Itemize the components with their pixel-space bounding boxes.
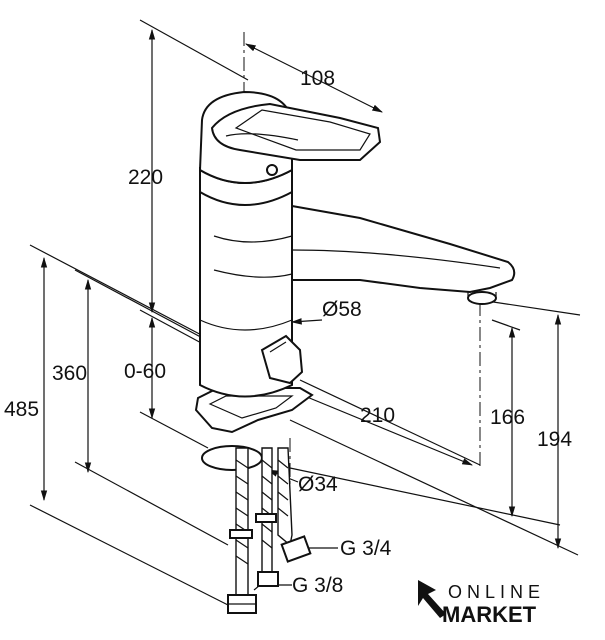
- thread-label-g-3-8: G 3/8: [292, 574, 343, 597]
- dimension-label-210: 210: [360, 404, 395, 427]
- dimension-label-166: 166: [490, 406, 525, 429]
- dimension-label-485: 485: [4, 398, 39, 421]
- dimension-label-108: 108: [300, 67, 335, 90]
- online-market-logo: ONLINE MARKET: [418, 580, 545, 627]
- faucet-body: [194, 90, 516, 471]
- dimension-arrows: [40, 28, 562, 591]
- dimension-label-194: 194: [537, 428, 572, 451]
- extension-lines: [29, 19, 581, 606]
- logo-line-market: MARKET: [442, 602, 537, 627]
- dimension-label-360: 360: [52, 362, 87, 385]
- supply-hoses: [227, 447, 312, 614]
- dimension-label-diameter-34: Ø34: [298, 473, 338, 496]
- dimension-label-diameter-58: Ø58: [322, 298, 362, 321]
- dimension-label-0-60: 0-60: [124, 360, 166, 383]
- dimension-label-220: 220: [128, 166, 163, 189]
- logo-line-online: ONLINE: [448, 582, 545, 602]
- thread-label-g-3-4: G 3/4: [340, 537, 392, 560]
- cursor-icon: [418, 580, 446, 618]
